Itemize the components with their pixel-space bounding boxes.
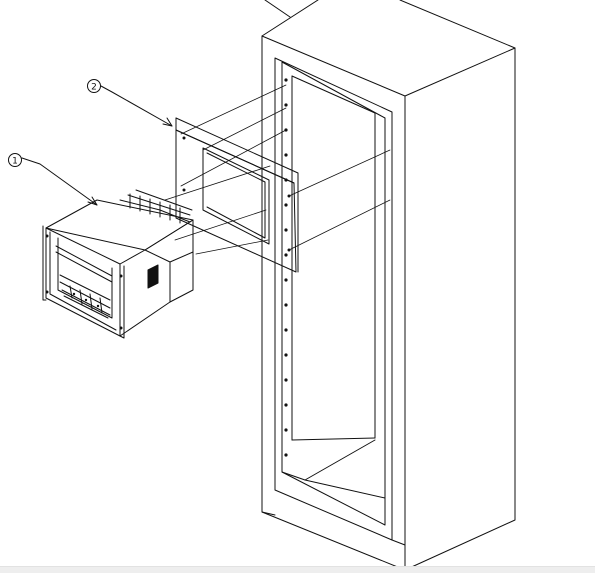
adapter-plate xyxy=(175,117,299,273)
callout-2: 2 xyxy=(87,79,173,127)
rack-cabinet xyxy=(261,0,516,571)
callout-1-leader xyxy=(21,157,98,206)
callout-1-arrowhead xyxy=(87,196,98,206)
adapter-plate-holes xyxy=(182,136,291,252)
bottom-strip xyxy=(0,566,595,573)
callout-2-leader xyxy=(100,85,173,127)
callout-2-arrowhead xyxy=(162,117,173,127)
rack-rail-holes xyxy=(284,78,288,457)
chassis-screws xyxy=(45,234,123,330)
callout-2-label: 2 xyxy=(91,83,97,93)
callout-1-bubble xyxy=(8,153,22,167)
chassis xyxy=(42,189,194,339)
callout-1: 1 xyxy=(8,153,98,206)
alignment-lines xyxy=(164,84,391,255)
callout-1-label: 1 xyxy=(12,157,18,167)
